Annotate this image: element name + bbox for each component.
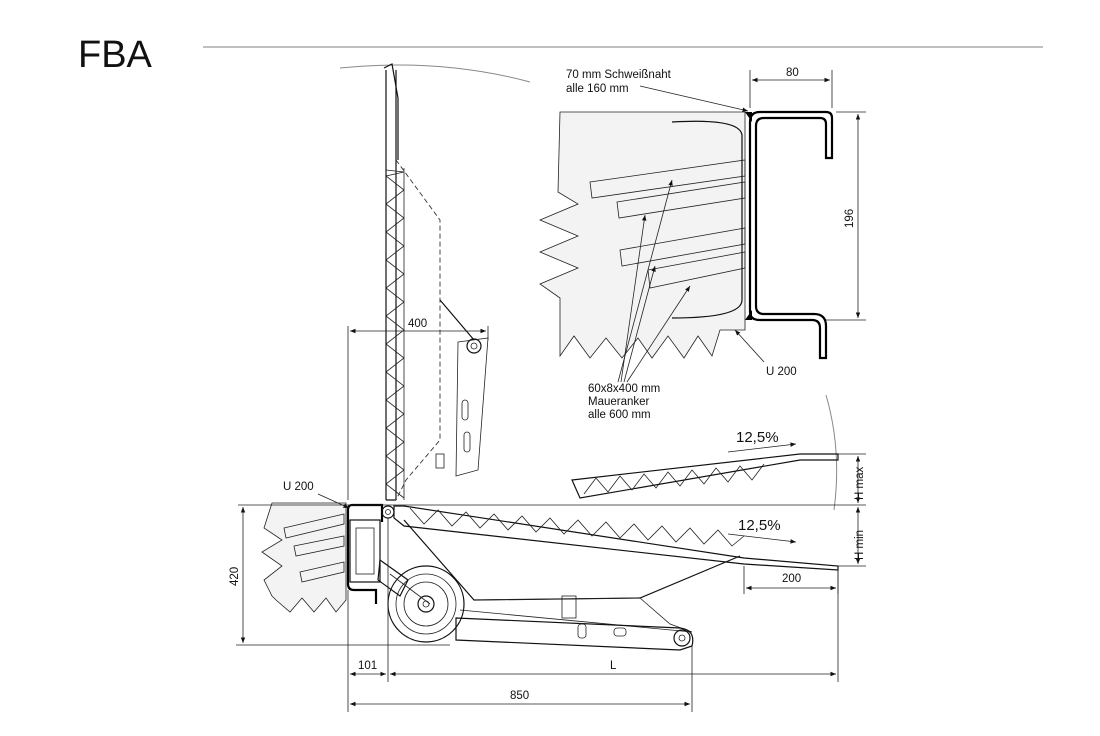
hydraulic-arm xyxy=(455,617,694,651)
support-arm xyxy=(455,337,489,477)
main-elevation: U 200 400 xyxy=(229,63,866,712)
weld-label-line1: 70 mm Schweißnaht xyxy=(566,69,672,81)
weld-label-line2: alle 160 mm xyxy=(566,83,629,95)
page-title: FBA xyxy=(78,34,153,76)
detail-section: 80 196 70 mm Schweißnaht alle 160 mm U 2… xyxy=(538,67,866,421)
anchor-label-line2: Maueranker xyxy=(588,396,650,408)
slope-upper-arrow xyxy=(727,442,797,453)
dim-400-label: 400 xyxy=(408,318,427,330)
dim-850-label: 850 xyxy=(510,690,529,702)
anchor-label-line1: 60x8x400 mm xyxy=(588,383,660,395)
detail-u200-channel xyxy=(748,110,834,360)
main-u200-label: U 200 xyxy=(283,481,314,493)
dim-200-label: 200 xyxy=(782,573,801,585)
vertical-lip xyxy=(385,70,397,501)
roller-drum xyxy=(377,558,465,643)
anchor-label-line3: alle 600 mm xyxy=(588,409,651,421)
dim-L-label: L xyxy=(610,660,617,672)
dim-80-label: 80 xyxy=(786,67,799,79)
pump-housing xyxy=(349,519,381,583)
swing-arc-top xyxy=(339,64,531,83)
main-u200-leader xyxy=(317,493,350,509)
detail-u200-label: U 200 xyxy=(766,366,797,378)
lip-swing-outline xyxy=(395,159,441,501)
detail-u200-leader xyxy=(734,329,765,363)
dim-420-label: 420 xyxy=(229,567,241,586)
dim-101-label: 101 xyxy=(358,660,377,672)
main-deck-truss xyxy=(409,507,745,547)
slope-lower-label: 12,5% xyxy=(738,517,781,534)
slope-upper-label: 12,5% xyxy=(736,429,779,446)
raised-deck xyxy=(571,453,839,499)
dim-hmax-label: H max xyxy=(854,467,866,500)
detail-anchors xyxy=(589,159,746,289)
dim-hmin-label: H min xyxy=(854,530,866,560)
vertical-lip-truss xyxy=(385,168,405,500)
dim-196-label: 196 xyxy=(844,209,856,228)
detail-weld-bottom xyxy=(745,310,752,320)
main-deck xyxy=(393,505,839,571)
detail-weld-top xyxy=(745,112,752,122)
slope-lower-arrow xyxy=(727,533,797,544)
weld-leader xyxy=(639,85,749,112)
main-concrete xyxy=(261,502,347,613)
swing-arc-right xyxy=(825,394,838,511)
detail-channel-inner xyxy=(671,120,743,319)
